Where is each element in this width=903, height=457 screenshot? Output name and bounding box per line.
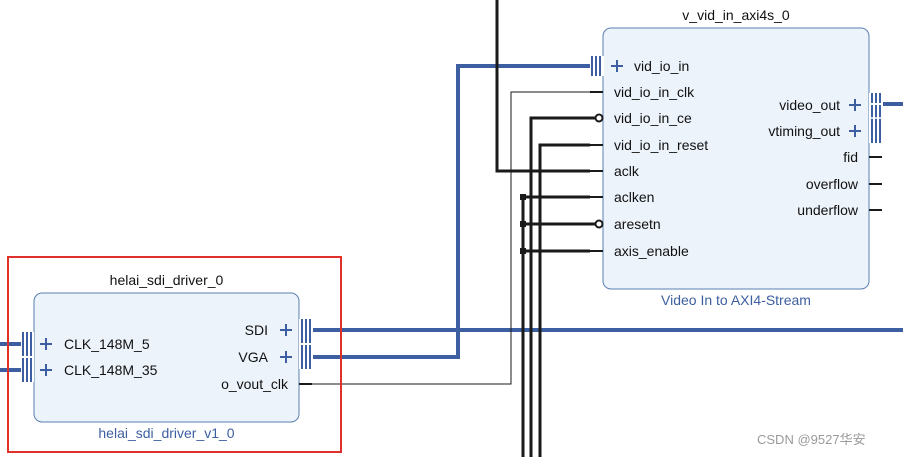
active-low-bubble-icon bbox=[594, 219, 604, 229]
block-instance-title: v_vid_in_axi4s_0 bbox=[682, 7, 790, 23]
port-label[interactable]: overflow bbox=[805, 176, 858, 192]
expand-plus-icon bbox=[280, 324, 292, 336]
expand-plus-icon bbox=[849, 99, 861, 111]
expand-plus-icon bbox=[40, 364, 52, 376]
expand-plus-icon bbox=[40, 338, 52, 350]
junction-dot bbox=[520, 194, 526, 200]
port-label[interactable]: aclk bbox=[614, 163, 639, 179]
port-label[interactable]: underflow bbox=[797, 202, 858, 218]
block-v-vid-in-axi4s[interactable] bbox=[590, 27, 883, 290]
port-label[interactable]: CLK_148M_35 bbox=[64, 362, 158, 378]
port-label[interactable]: vtiming_out bbox=[768, 123, 840, 139]
active-low-bubble-icon bbox=[594, 113, 604, 123]
net-vga-to-vid-io-in[interactable] bbox=[312, 64, 590, 359]
port-label[interactable]: SDI bbox=[244, 322, 268, 338]
port-label[interactable]: aresetn bbox=[614, 216, 661, 232]
expand-plus-icon bbox=[849, 125, 861, 137]
port-label[interactable]: CLK_148M_5 bbox=[64, 336, 150, 352]
port-pins-left bbox=[590, 56, 623, 252]
port-label[interactable]: VGA bbox=[238, 349, 268, 365]
junction-dot bbox=[520, 221, 526, 227]
bus-pin-icon bbox=[869, 93, 883, 143]
bus-pin-icon bbox=[299, 319, 313, 369]
junction-dot bbox=[520, 248, 526, 254]
port-label[interactable]: aclken bbox=[614, 189, 655, 205]
net-o-vout-clk[interactable] bbox=[300, 91, 590, 385]
port-label[interactable]: fid bbox=[843, 149, 858, 165]
selection-highlight bbox=[7, 256, 342, 453]
port-pins-right bbox=[849, 93, 883, 211]
port-label[interactable]: vid_io_in_clk bbox=[614, 84, 695, 100]
port-label[interactable]: vid_io_in bbox=[634, 58, 690, 74]
block-ip-name: Video In to AXI4-Stream bbox=[661, 292, 811, 308]
port-label[interactable]: axis_enable bbox=[614, 243, 689, 259]
block-instance-title: helai_sdi_driver_0 bbox=[109, 272, 224, 288]
expand-plus-icon bbox=[280, 351, 292, 363]
net-aclk[interactable] bbox=[495, 0, 590, 173]
net-vid-io-in-ce[interactable] bbox=[529, 116, 595, 457]
port-label[interactable]: vid_io_in_ce bbox=[614, 110, 692, 126]
bus-pin-icon bbox=[21, 332, 34, 382]
net-vid-io-in-reset[interactable] bbox=[538, 143, 590, 457]
port-label[interactable]: vid_io_in_reset bbox=[614, 137, 709, 153]
block-helai-sdi-driver[interactable] bbox=[7, 256, 342, 453]
port-label[interactable]: video_out bbox=[779, 97, 840, 113]
expand-plus-icon bbox=[611, 60, 623, 72]
port-label[interactable]: o_vout_clk bbox=[221, 376, 288, 392]
bus-pin-icon bbox=[590, 56, 604, 76]
watermark: CSDN @9527华安 bbox=[757, 432, 866, 447]
block-ip-name: helai_sdi_driver_v1_0 bbox=[98, 425, 235, 441]
